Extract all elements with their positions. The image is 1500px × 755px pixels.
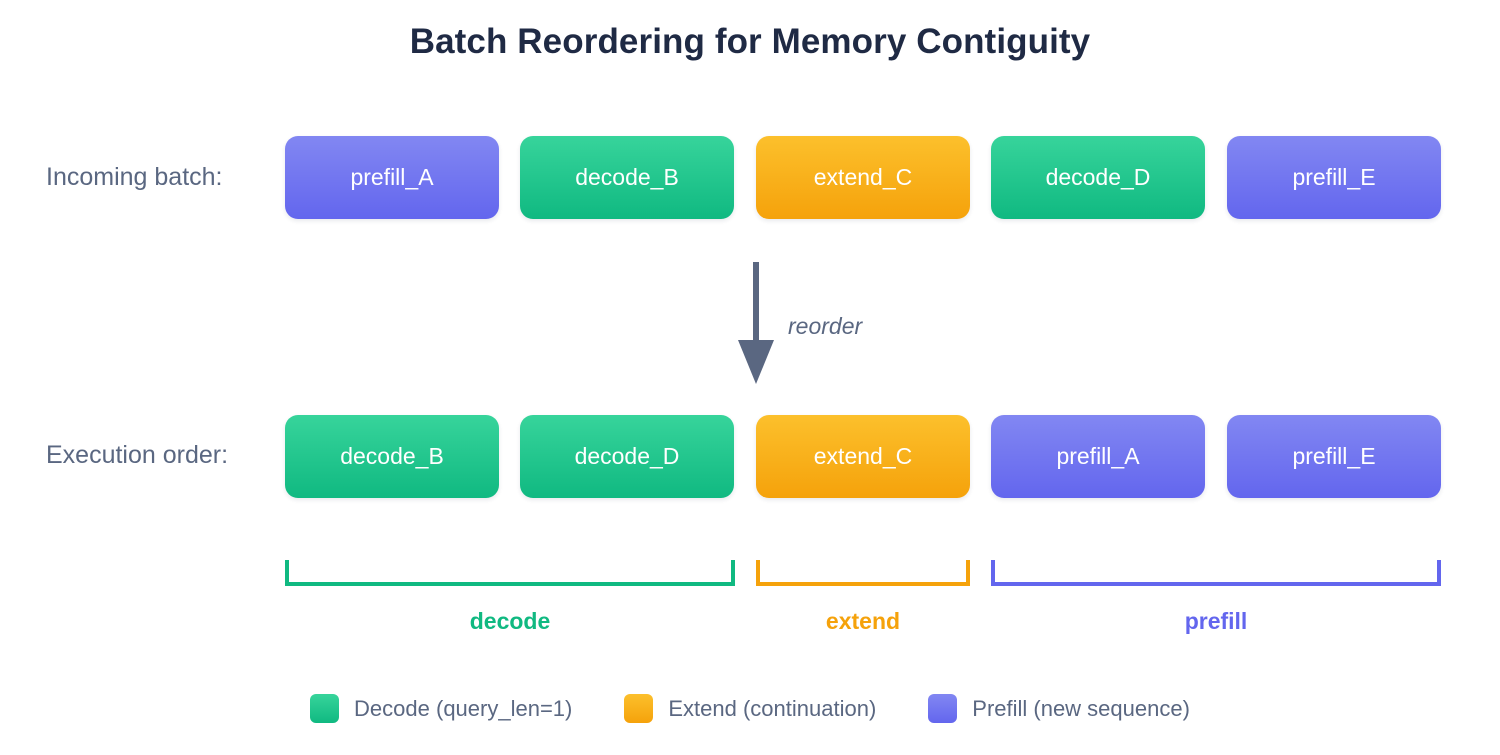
legend-swatch-decode-icon: [310, 694, 340, 723]
execution-box-extend-c[interactable]: extend_C: [756, 415, 970, 498]
execution-box-decode-b[interactable]: decode_B: [285, 415, 499, 498]
legend: Decode (query_len=1) Extend (continuatio…: [0, 694, 1500, 723]
legend-swatch-extend-icon: [624, 694, 654, 723]
legend-label-decode: Decode (query_len=1): [354, 695, 573, 721]
legend-label-extend: Extend (continuation): [668, 695, 877, 721]
page-title: Batch Reordering for Memory Contiguity: [409, 22, 1091, 61]
execution-order-label: Execution order:: [46, 441, 229, 469]
incoming-box-decode-b[interactable]: decode_B: [520, 136, 734, 219]
execution-box-prefill-a[interactable]: prefill_A: [991, 415, 1205, 498]
execution-box-prefill-e[interactable]: prefill_E: [1227, 415, 1441, 498]
incoming-box-extend-c[interactable]: extend_C: [756, 136, 970, 219]
group-label-decode: decode: [469, 608, 551, 634]
legend-item-extend: Extend (continuation): [624, 694, 876, 723]
incoming-box-decode-d[interactable]: decode_D: [991, 136, 1205, 219]
group-bracket-decode: [285, 560, 735, 586]
legend-swatch-prefill-icon: [928, 694, 958, 723]
legend-item-decode: Decode (query_len=1): [310, 694, 572, 723]
group-bracket-extend: [756, 560, 970, 586]
legend-item-prefill: Prefill (new sequence): [928, 694, 1190, 723]
legend-label-prefill: Prefill (new sequence): [972, 695, 1190, 721]
execution-box-decode-d[interactable]: decode_D: [520, 415, 734, 498]
incoming-box-prefill-a[interactable]: prefill_A: [285, 136, 499, 219]
group-label-extend: extend: [825, 608, 901, 634]
group-label-prefill: prefill: [1184, 608, 1248, 634]
incoming-box-prefill-e[interactable]: prefill_E: [1227, 136, 1441, 219]
reorder-label: reorder: [788, 313, 863, 339]
incoming-batch-label: Incoming batch:: [46, 163, 223, 191]
arrow-down-icon: [738, 262, 774, 384]
group-bracket-prefill: [991, 560, 1441, 586]
